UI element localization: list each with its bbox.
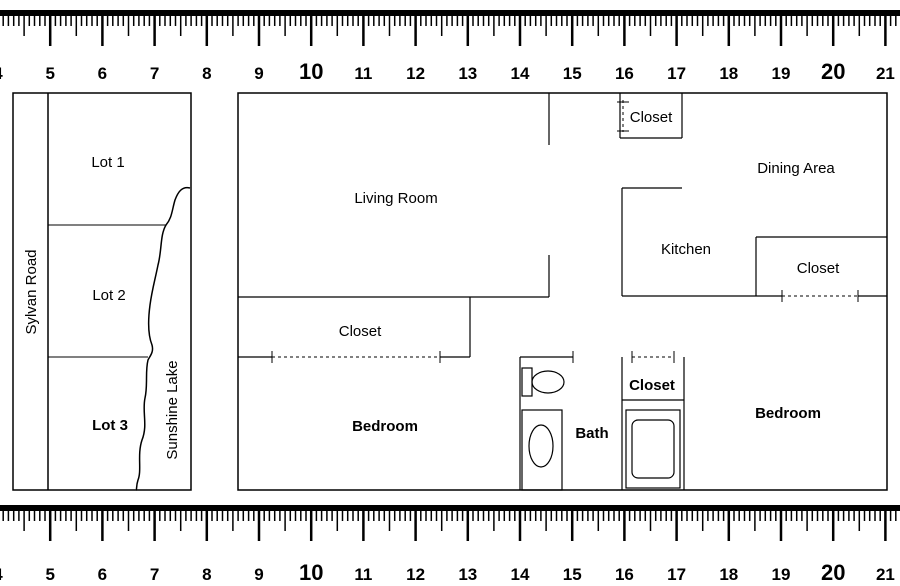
bottom-ruler-number: 15 bbox=[563, 565, 582, 584]
kitchen-label: Kitchen bbox=[661, 241, 711, 258]
top-ruler-number: 19 bbox=[772, 64, 791, 83]
lake-shoreline bbox=[135, 186, 191, 491]
bottom-ruler-numbers: 4 5 6 7 8 9 10 11 12 13 14 15 16 17 18 19 20 21 bbox=[0, 560, 895, 585]
bath-label: Bath bbox=[575, 425, 608, 442]
bottom-ruler-number: 14 bbox=[511, 565, 530, 584]
dining-area-label: Dining Area bbox=[757, 160, 835, 177]
lot-1-label: Lot 1 bbox=[91, 154, 124, 171]
bottom-ruler-number: 13 bbox=[458, 565, 477, 584]
bottom-ruler-number: 9 bbox=[254, 565, 263, 584]
toilet-bowl bbox=[531, 370, 565, 394]
top-ruler-number: 14 bbox=[511, 64, 530, 83]
bottom-ruler-number: 5 bbox=[45, 565, 54, 584]
bottom-ruler-number: 21 bbox=[876, 565, 895, 584]
top-ruler-numbers: 4 5 6 7 8 9 10 11 12 13 14 15 16 17 18 19 20 21 bbox=[0, 59, 895, 84]
bottom-ruler-band bbox=[0, 505, 900, 511]
top-ruler-number: 12 bbox=[406, 64, 425, 83]
bottom-ruler-ticks bbox=[2, 511, 897, 541]
top-ruler-number: 8 bbox=[202, 64, 211, 83]
site-map-border bbox=[12, 92, 192, 491]
lake-label: Sunshine Lake bbox=[164, 360, 181, 459]
top-ruler-number: 21 bbox=[876, 64, 895, 83]
bottom-ruler-number: 17 bbox=[667, 565, 686, 584]
road-label: Sylvan Road bbox=[23, 249, 40, 334]
lot-2-label: Lot 2 bbox=[92, 287, 125, 304]
top-ruler-number: 11 bbox=[354, 64, 372, 83]
bedroom-left-label: Bedroom bbox=[352, 418, 418, 435]
bottom-ruler-number: 12 bbox=[406, 565, 425, 584]
bottom-ruler-number: 8 bbox=[202, 565, 211, 584]
bottom-ruler-number: 16 bbox=[615, 565, 634, 584]
top-ruler-number: 17 bbox=[667, 64, 686, 83]
top-ruler-number: 7 bbox=[150, 64, 159, 83]
closet-left-label: Closet bbox=[339, 323, 382, 340]
top-ruler-number: 18 bbox=[719, 64, 738, 83]
top-ruler-number: 15 bbox=[563, 64, 582, 83]
top-ruler-number: 20 bbox=[821, 59, 845, 84]
bottom-ruler-number: 10 bbox=[299, 560, 323, 585]
toilet-tank bbox=[521, 367, 533, 397]
bottom-ruler-number: 7 bbox=[150, 565, 159, 584]
closet-kitchen-label: Closet bbox=[797, 260, 840, 277]
bathtub-outer bbox=[625, 409, 681, 489]
bottom-ruler-number: 11 bbox=[354, 565, 372, 584]
bottom-ruler-number: 6 bbox=[98, 565, 107, 584]
top-ruler-number: 9 bbox=[254, 64, 263, 83]
top-ruler-number: 6 bbox=[98, 64, 107, 83]
sink-cabinet bbox=[521, 409, 563, 491]
top-ruler: 4 5 6 7 8 9 10 11 12 13 14 15 16 17 18 19 20 21 bbox=[0, 10, 900, 84]
bottom-ruler-number: 20 bbox=[821, 560, 845, 585]
floor-plan-labels: Living Room Dining Area Kitchen Closet C… bbox=[339, 109, 840, 442]
top-ruler-number: 13 bbox=[458, 64, 477, 83]
top-ruler-number: 10 bbox=[299, 59, 323, 84]
bottom-ruler-number: 19 bbox=[772, 565, 791, 584]
top-ruler-number: 4 bbox=[0, 64, 3, 83]
bedroom-right-label: Bedroom bbox=[755, 405, 821, 422]
floor-plan bbox=[237, 92, 888, 491]
top-ruler-ticks bbox=[2, 16, 897, 46]
closet-bath-label: Closet bbox=[629, 377, 675, 394]
bathtub-inner bbox=[631, 419, 675, 479]
bottom-ruler: 4 5 6 7 8 9 10 11 12 13 14 15 16 17 18 19 20 21 bbox=[0, 505, 900, 585]
site-map: Sylvan Road Sunshine Lake Lot 1 Lot 2 Lo… bbox=[12, 92, 192, 491]
top-ruler-number: 16 bbox=[615, 64, 634, 83]
top-ruler-band bbox=[0, 10, 900, 16]
bottom-ruler-number: 4 bbox=[0, 565, 3, 584]
lot-3-label: Lot 3 bbox=[92, 417, 128, 434]
top-ruler-number: 5 bbox=[45, 64, 54, 83]
closet-top-label: Closet bbox=[630, 109, 673, 126]
bottom-ruler-number: 18 bbox=[719, 565, 738, 584]
living-room-label: Living Room bbox=[354, 190, 437, 207]
sink-basin bbox=[528, 424, 554, 468]
